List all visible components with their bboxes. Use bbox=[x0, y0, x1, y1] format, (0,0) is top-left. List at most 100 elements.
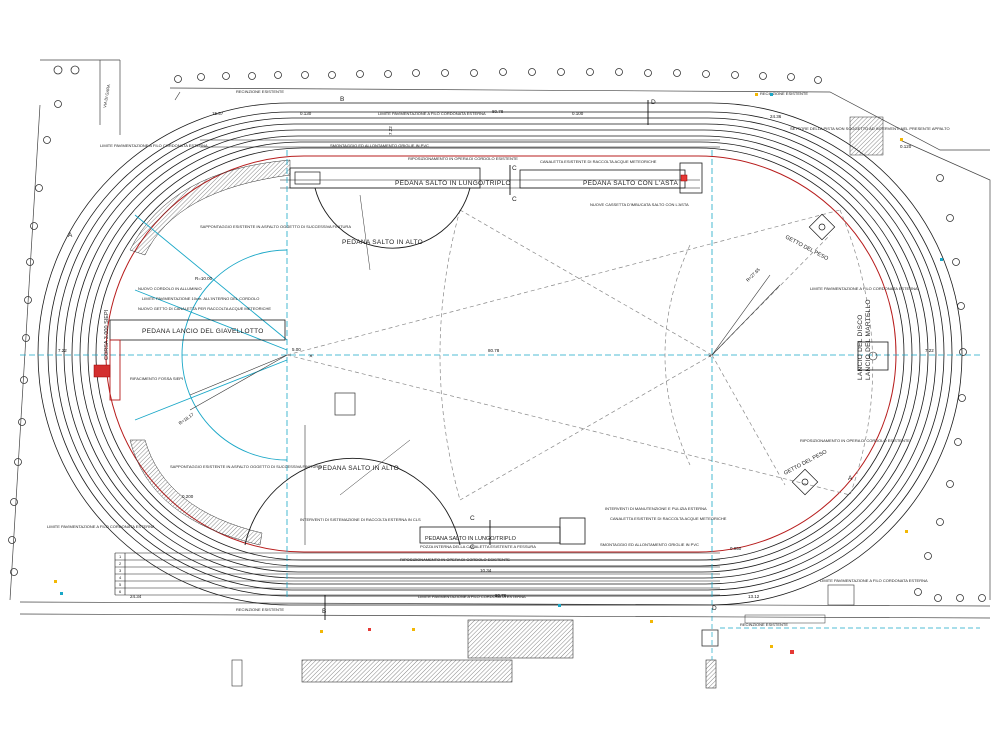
high-jump-fan-south bbox=[244, 457, 461, 546]
note-limit-paving-inner: LIMITE PAVIMENTAZIONE 10cm. ALL'INTERNO … bbox=[142, 296, 259, 301]
dim-north-east: 24.36 bbox=[770, 114, 782, 119]
note-gutter-clean: POZZA INTERNA DELLA CANALETTA ESISTENTE … bbox=[420, 544, 536, 549]
note-limit-paving-east: LIMITE PAVIMENTAZIONE A FILO CORDONATA E… bbox=[820, 578, 928, 583]
track-lanes bbox=[37, 102, 963, 606]
note-kerb-west-3: RIFACIMENTO FOSSA SIEPI bbox=[130, 376, 183, 381]
discus-hammer-cage bbox=[857, 341, 889, 371]
note-asphalt-southwest: SAPPONTAGGIO ESISTENTE IN ASFALTO OGGETT… bbox=[170, 464, 321, 469]
axis-marker-west: × bbox=[309, 353, 313, 360]
note-limit-paving-south-n: LIMITE PAVIMENTAZIONE A FILO CORDONATA E… bbox=[378, 111, 486, 116]
dim-width-top: 7.22 bbox=[388, 126, 393, 135]
label-high-jump-south: PEDANA SALTO IN ALTO bbox=[318, 465, 399, 472]
dim-level: 0.120 bbox=[900, 144, 912, 149]
lane-number: 6 bbox=[119, 589, 122, 594]
dim-south-mid: 80.76 bbox=[495, 593, 507, 598]
note-limit-paving-southeast: LIMITE PAVIMENTAZIONE A FILO CORDONATA E… bbox=[418, 594, 526, 599]
note-asphalt-west: SAPPONTAGGIO ESISTENTE IN ASFALTO OGGETT… bbox=[200, 224, 351, 229]
note-restore-east: RIPOSIZIONAMENTO IN OPERA DI CORDOLO ESI… bbox=[800, 438, 910, 443]
note-restore-south: RIPOSIZIONAMENTO IN OPERA DI CORDOLO ESI… bbox=[400, 557, 510, 562]
pole-vault-landing bbox=[679, 162, 703, 194]
sand-pit-north bbox=[294, 171, 321, 185]
note-limit-paving-north: LIMITE PAVIMENTAZIONE A FILO CORDONATA E… bbox=[100, 143, 208, 148]
note-restore-north: RIPOSIZIONAMENTO IN OPERA DI CORDOLO ESI… bbox=[408, 156, 518, 161]
pole-vault-box bbox=[680, 174, 688, 182]
steeple-pit bbox=[93, 364, 111, 378]
note-kerb-west-1: NUOVO CORDOLO IN ALLUMINIO bbox=[138, 286, 202, 291]
lane-number: 2 bbox=[119, 561, 122, 566]
label-high-jump-north: PEDANA SALTO IN ALTO bbox=[342, 239, 423, 246]
lane-number: 4 bbox=[119, 575, 122, 580]
buildings-south bbox=[231, 584, 855, 689]
shot-put-north bbox=[808, 213, 836, 241]
dim-main-axis: 80.78 bbox=[488, 348, 500, 353]
dim-south-west: 24.34 bbox=[130, 594, 142, 599]
site-boundary bbox=[9, 59, 991, 619]
site-symbols bbox=[54, 93, 943, 654]
dim-level: 0.130 bbox=[300, 111, 312, 116]
marker-C-south-1: C bbox=[470, 515, 475, 522]
marker-C-north-2: C bbox=[512, 196, 517, 203]
label-long-triple-jump-south: PEDANA SALTO IN LUNGO/TRIPLO bbox=[425, 536, 517, 542]
inner-kerb bbox=[105, 155, 897, 553]
label-javelin: PEDANA LANCIO DEL GIAVELLOTTO bbox=[142, 328, 264, 335]
dim-level: 0.200 bbox=[182, 494, 194, 499]
axis-marker-east: × bbox=[708, 353, 712, 360]
lane-number: 1 bbox=[119, 554, 122, 559]
label-hammer: LANCIO DEL MARTELLO bbox=[865, 299, 872, 380]
discus-circle bbox=[868, 351, 878, 361]
dim-south-east: 13.12 bbox=[748, 594, 760, 599]
marker-A-west: A bbox=[68, 232, 73, 239]
fence-label-south: RECINZIONE ESISTENTE bbox=[236, 607, 284, 612]
marker-B-north: B bbox=[340, 96, 345, 103]
fence-label-north-right: RECINZIONE ESISTENTE bbox=[760, 91, 808, 96]
lane-number: 3 bbox=[119, 568, 122, 573]
tree-row-north bbox=[174, 68, 822, 84]
hatched-area-northwest bbox=[129, 159, 291, 256]
note-channel-north: CANALETTA ESISTENTE DI RACCOLTA ACQUE ME… bbox=[540, 159, 657, 164]
note-limit-paving-west: LIMITE PAVIMENTAZIONE A FILO CORDONATA E… bbox=[810, 286, 918, 291]
marker-D-north: D bbox=[651, 99, 656, 106]
note-kerb-west-2: NUOVO GETTO DI CANALETTA PER RACCOLTA AC… bbox=[138, 306, 271, 311]
straight-extensions bbox=[114, 139, 720, 596]
section-markers bbox=[324, 100, 649, 620]
dim-width-right: 7.22 bbox=[925, 348, 934, 353]
note-dismantle-north: SMONTAGGIO ED ALLONTAMENTO GRIGLIE IN PV… bbox=[330, 143, 429, 148]
high-jump-landing-box bbox=[334, 392, 356, 416]
note-maintenance-south: INTERVENTI DI MANUTENZIONE E PULIZIA EST… bbox=[605, 506, 707, 511]
annotation-notes: LIMITE PAVIMENTAZIONE A FILO CORDONATA E… bbox=[47, 111, 928, 599]
dim-level: 0.050 bbox=[730, 546, 742, 551]
marker-A-east: A bbox=[848, 475, 853, 482]
hatched-sector-northeast bbox=[849, 116, 884, 156]
dim-width-left: 7.22 bbox=[58, 348, 67, 353]
runway-long-jump-north bbox=[289, 167, 481, 189]
dim-north-top: 80.78 bbox=[492, 109, 504, 114]
high-jump-fan-north bbox=[314, 187, 471, 249]
note-dismantle-south: SMONTAGGIO ED ALLONTAMENTO GRIGLIE IN PV… bbox=[600, 542, 699, 547]
road-label: VIA DI GARA bbox=[102, 84, 111, 109]
high-jump-leader bbox=[359, 194, 371, 271]
marker-D-south: D bbox=[712, 605, 717, 612]
marker-B-south: B bbox=[322, 608, 327, 615]
dim-offset-west: 5.00 bbox=[292, 347, 301, 352]
note-limit-paving-southwest: LIMITE PAVIMENTAZIONE A FILO CORDONATA E… bbox=[47, 524, 155, 529]
lane-number: 5 bbox=[119, 582, 122, 587]
note-replace-south: INTERVENTI DI SISTEMAZIONE DI RACCOLTA E… bbox=[300, 517, 421, 522]
hatched-area-southwest bbox=[129, 439, 263, 546]
note-pole-box: NUOVE CASSETTA D'IMBUCATA SALTO CON L'AS… bbox=[590, 202, 689, 207]
fence-label-south-right: RECINZIONE ESISTENTE bbox=[740, 622, 788, 627]
reference-axes bbox=[20, 150, 980, 600]
dim-south-bottom: 10.34 bbox=[480, 568, 492, 573]
dim-radius-3: R=10.00 bbox=[195, 276, 213, 281]
label-sector-not-in-contract: SETTORE DELLA PISTA NON SOGGETTO AD INTE… bbox=[790, 126, 950, 131]
sector-solid-lines bbox=[189, 274, 781, 411]
note-channel-south: CANALETTA ESISTENTE DI RACCOLTA ACQUE ME… bbox=[610, 516, 727, 521]
lane-numbers: 1 2 3 4 5 6 bbox=[119, 554, 122, 594]
label-pole-vault: PEDANA SALTO CON L'ASTA bbox=[583, 180, 679, 187]
runway-javelin bbox=[109, 319, 286, 341]
marker-C-north-1: C bbox=[512, 165, 517, 172]
high-jump-leader bbox=[339, 439, 411, 496]
dim-level: 0.100 bbox=[572, 111, 584, 116]
shot-put-south bbox=[791, 468, 819, 496]
tree-row-east bbox=[914, 174, 986, 602]
